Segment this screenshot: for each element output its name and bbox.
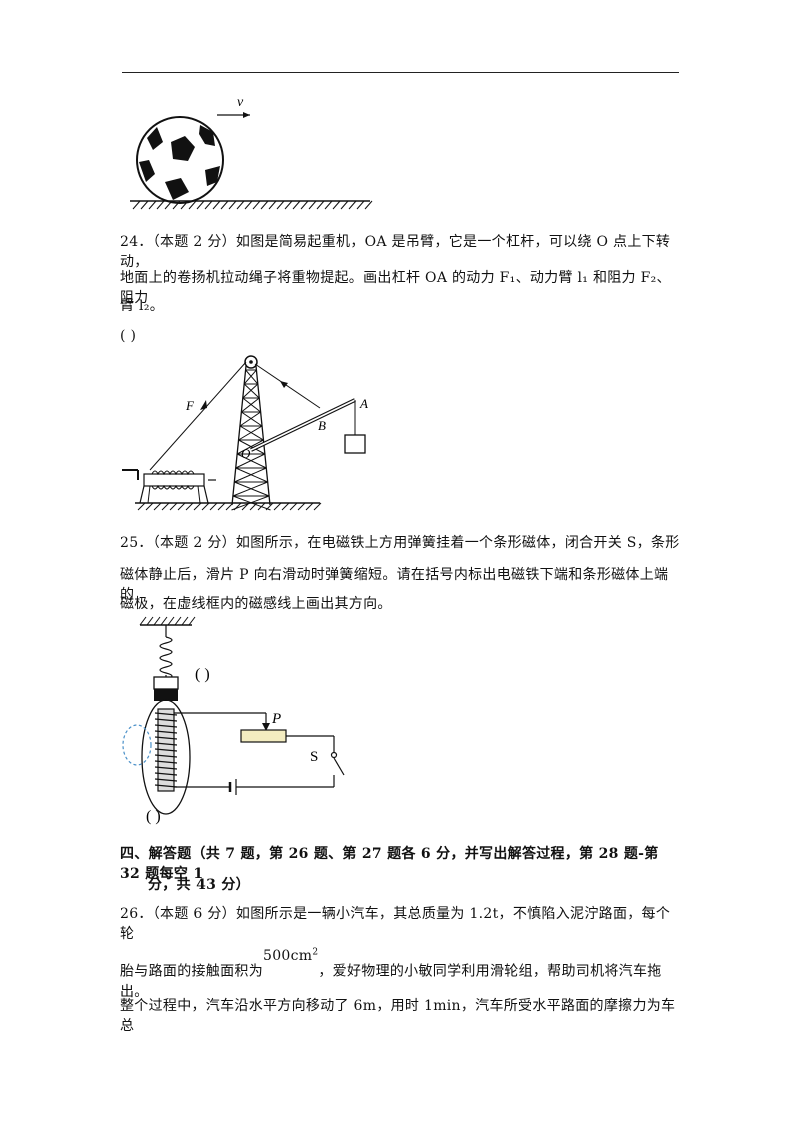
velocity-label: v (237, 95, 244, 110)
ball-patch (199, 125, 215, 146)
switch-blade (333, 757, 345, 776)
ball-patch (171, 136, 195, 161)
q26-line1: 26．（本题 6 分）如图所示是一辆小汽车，其总质量为 1.2t，不慎陷入泥泞路… (120, 906, 671, 942)
label-S: S (310, 749, 318, 765)
q24-answer-blank: ( ) (120, 328, 137, 344)
ball-patch (147, 127, 163, 150)
q26-line2-end: ，爱好物理的小敏同学利用滑轮组，帮助司机将汽车拖出。 (120, 963, 662, 1000)
q25-line2: 磁体静止后，滑片 P 向右滑动时弹簧缩短。请在括号内标出电磁铁下端和条形磁体上端… (120, 567, 669, 603)
section4-heading-line1: 四、解答题（共 7 题，第 26 题、第 27 题各 6 分，并写出解答过程，第… (120, 846, 659, 882)
section4-heading-line2: 分，共 43 分） (148, 877, 250, 893)
paren-top: ( ) (195, 666, 210, 683)
q25-line3: 磁极，在虚线框内的磁感线上画出其方向。 (120, 596, 392, 612)
q26-line3: 整个过程中，汽车沿水平方向移动了 6m，用时 1min，汽车所受水平路面的摩擦力… (120, 998, 676, 1034)
velocity-arrowhead (243, 112, 250, 118)
q24-line2: 地面上的卷扬机拉动绳子将重物提起。画出杠杆 OA 的动力 F₁、动力臂 l₁ 和… (120, 270, 671, 306)
header-rule (122, 72, 679, 73)
label-O: O (241, 446, 251, 461)
label-P: P (271, 711, 281, 727)
ball-patch (205, 166, 220, 186)
ball-patch (139, 160, 155, 182)
load-box (344, 434, 366, 454)
crane-figure: F A B O (122, 355, 368, 511)
label-A: A (359, 396, 368, 411)
electromagnet-figure: ( ) P S ( ) (122, 616, 345, 825)
football-figure: v (130, 95, 373, 210)
paren-bottom: ( ) (146, 808, 161, 825)
field-line-dashed (122, 724, 152, 766)
ball-patch (165, 178, 189, 200)
q24-line1: 24．（本题 2 分）如图是简易起重机，OA 是吊臂，它是一个杠杆，可以绕 O … (120, 234, 671, 270)
bar-magnet-top (153, 676, 179, 690)
rheostat (240, 729, 287, 743)
label-F: F (185, 398, 195, 413)
q25-line1: 25．（本题 2 分）如图所示，在电磁铁上方用弹簧挂着一个条形磁体，闭合开关 S… (120, 535, 680, 551)
q26-line2-start: 胎与路面的接触面积为 (120, 963, 263, 980)
bar-magnet-bottom (154, 689, 178, 701)
contact-area: 500cm2 (263, 947, 319, 964)
q24-line3: 臂 l₂。 (120, 298, 165, 314)
label-B: B (318, 418, 326, 433)
q26-line2: 胎与路面的接触面积为500cm2，爱好物理的小敏同学利用滑轮组，帮助司机将汽车拖… (120, 947, 680, 1002)
coil-outline (141, 699, 191, 815)
